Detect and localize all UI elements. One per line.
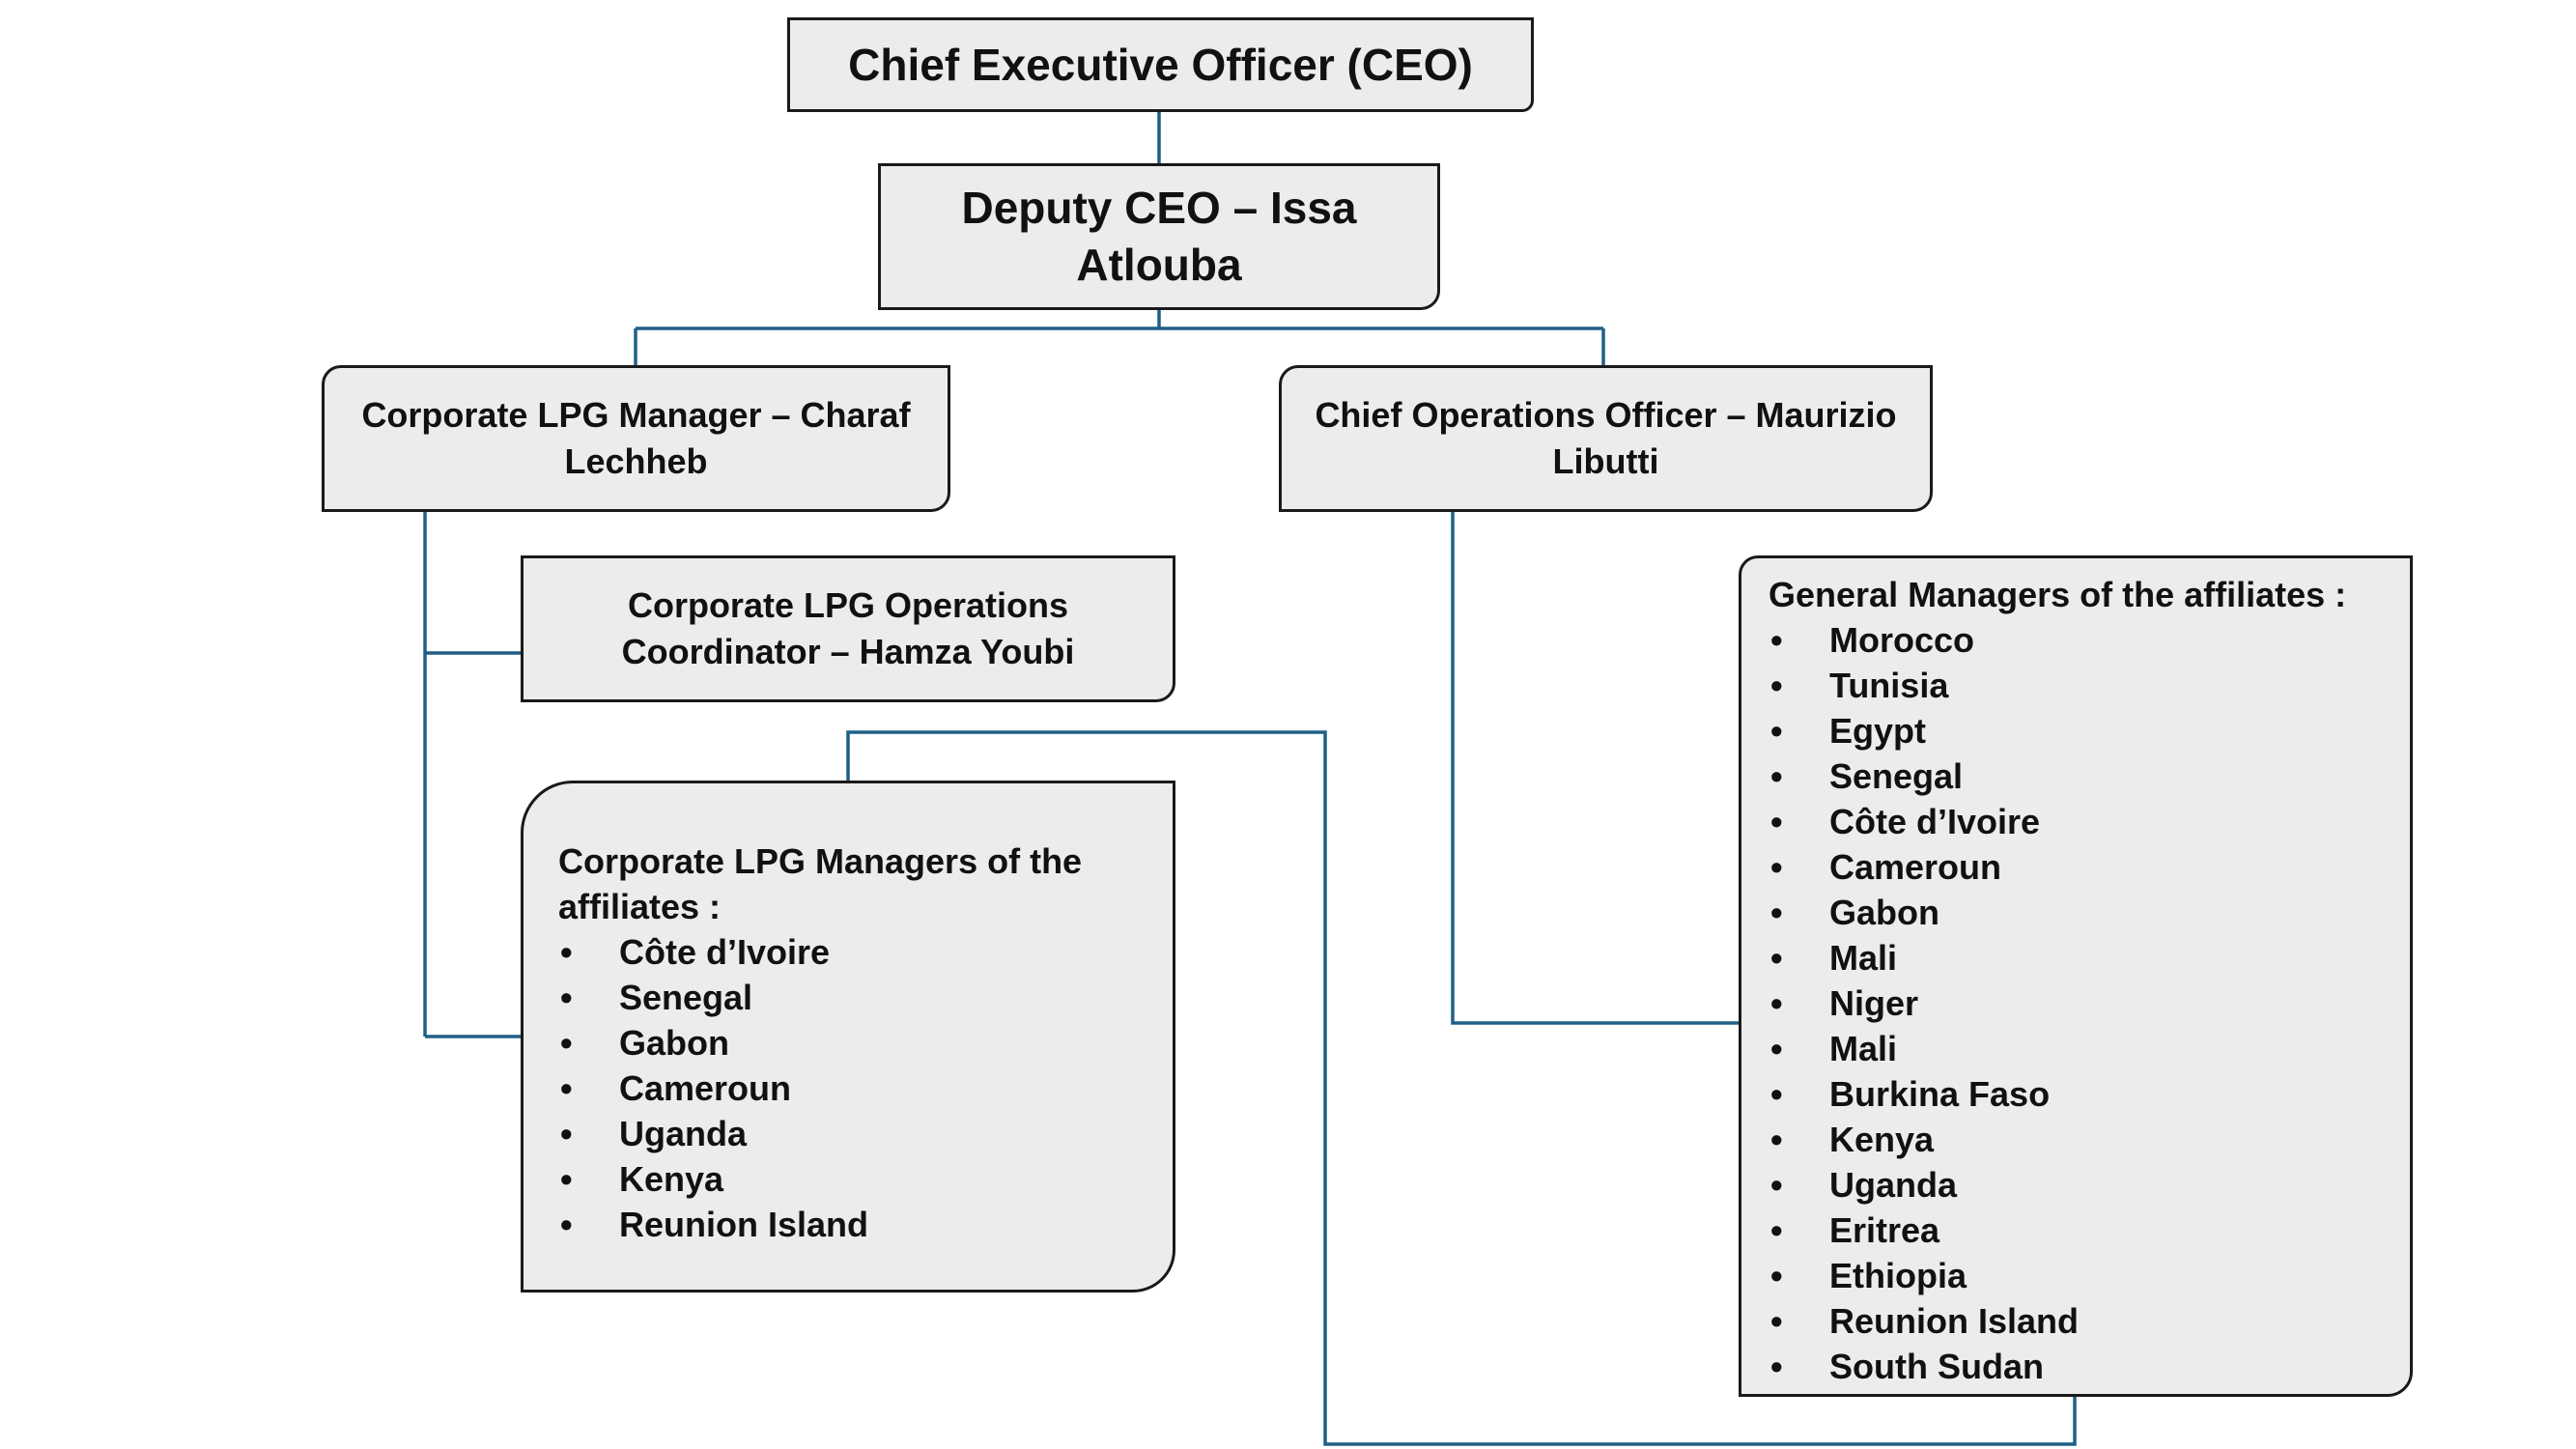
list-item: Mali: [1769, 935, 2400, 980]
lpg-operations-coordinator-title: Corporate LPG Operations Coordinator – H…: [621, 585, 1075, 671]
list-item: Tunisia: [1769, 663, 2400, 708]
ceo-box: Chief Executive Officer (CEO): [787, 17, 1534, 112]
list-item: Kenya: [1769, 1117, 2400, 1162]
list-item: Gabon: [558, 1020, 1153, 1065]
gm-affiliates-heading: General Managers of the affiliates :: [1769, 575, 2347, 614]
gm-affiliates-box: General Managers of the affiliates : Mor…: [1739, 555, 2413, 1397]
list-item: Mali: [1769, 1026, 2400, 1071]
coo-title: Chief Operations Officer – Maurizio Libu…: [1315, 395, 1897, 481]
list-item: Cameroun: [1769, 844, 2400, 890]
list-item: Ethiopia: [1769, 1253, 2400, 1298]
list-item: Reunion Island: [558, 1202, 1153, 1247]
list-item: Cameroun: [558, 1065, 1153, 1111]
lpg-affiliates-heading: Corporate LPG Managers of the affiliates…: [558, 841, 1083, 926]
list-item: Burkina Faso: [1769, 1071, 2400, 1117]
list-item: Senegal: [1769, 753, 2400, 799]
list-item: Reunion Island: [1769, 1298, 2400, 1344]
list-item: Morocco: [1769, 617, 2400, 663]
corporate-lpg-manager-title: Corporate LPG Manager – Charaf Lechheb: [361, 395, 911, 481]
connector-coo-to-gm-affiliates: [1451, 512, 1739, 1025]
list-item: Uganda: [558, 1111, 1153, 1156]
list-item: Côte d’Ivoire: [1769, 799, 2400, 844]
connector-lpg-affiliates-to-gm-affiliates: [846, 730, 2077, 1446]
list-item: Niger: [1769, 980, 2400, 1026]
list-item: Kenya: [558, 1156, 1153, 1202]
deputy-ceo-title: Deputy CEO – Issa Atlouba: [961, 183, 1357, 290]
list-item: Senegal: [558, 975, 1153, 1020]
list-item: South Sudan: [1769, 1344, 2400, 1389]
lpg-affiliates-box: Corporate LPG Managers of the affiliates…: [521, 781, 1175, 1293]
list-item: Eritrea: [1769, 1208, 2400, 1253]
gm-affiliates-list: Morocco Tunisia Egypt Senegal Côte d’Ivo…: [1769, 617, 2400, 1389]
corporate-lpg-manager-box: Corporate LPG Manager – Charaf Lechheb: [322, 365, 950, 512]
lpg-operations-coordinator-box: Corporate LPG Operations Coordinator – H…: [521, 555, 1175, 702]
list-item: Côte d’Ivoire: [558, 929, 1153, 975]
list-item: Egypt: [1769, 708, 2400, 753]
deputy-ceo-box: Deputy CEO – Issa Atlouba: [878, 163, 1440, 310]
coo-box: Chief Operations Officer – Maurizio Libu…: [1279, 365, 1933, 512]
lpg-affiliates-list: Côte d’Ivoire Senegal Gabon Cameroun Uga…: [558, 929, 1153, 1247]
list-item: Gabon: [1769, 890, 2400, 935]
ceo-title: Chief Executive Officer (CEO): [848, 40, 1473, 90]
list-item: Uganda: [1769, 1162, 2400, 1208]
